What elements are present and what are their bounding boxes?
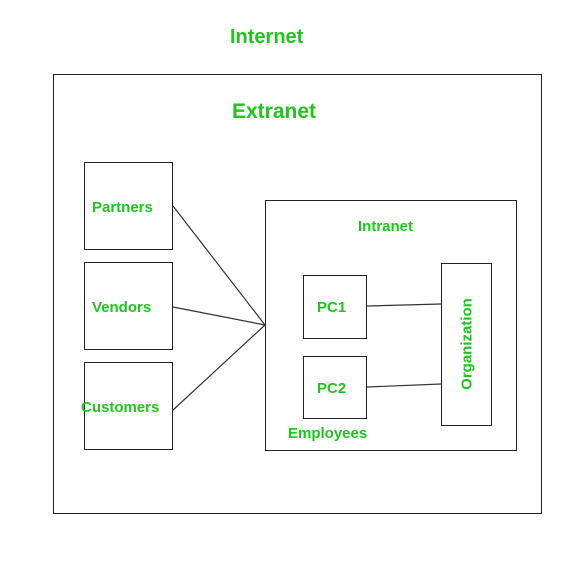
- employees-label: Employees: [288, 425, 368, 442]
- partners-connector: [172, 205, 266, 326]
- pc2-label: PC2: [317, 380, 347, 397]
- organization-box: [441, 263, 492, 426]
- partners-label: Partners: [92, 199, 153, 216]
- pc2-connector: [366, 383, 442, 388]
- pc1-connector: [366, 303, 442, 307]
- intranet-label: Intranet: [358, 218, 414, 235]
- internet-label: Internet: [230, 26, 304, 48]
- customers-connector: [172, 324, 266, 411]
- partners-box: [84, 162, 173, 250]
- vendors-connector: [172, 306, 266, 326]
- intranet-box: [265, 200, 517, 451]
- customers-box: [84, 362, 173, 450]
- pc1-box: [303, 275, 367, 339]
- vendors-label: Vendors: [92, 299, 152, 316]
- vendors-box: [84, 262, 173, 350]
- extranet-label: Extranet: [232, 100, 317, 123]
- extranet-box: [53, 74, 542, 514]
- pc2-box: [303, 356, 367, 419]
- pc1-label: PC1: [317, 299, 347, 316]
- customers-label: Customers: [81, 399, 160, 416]
